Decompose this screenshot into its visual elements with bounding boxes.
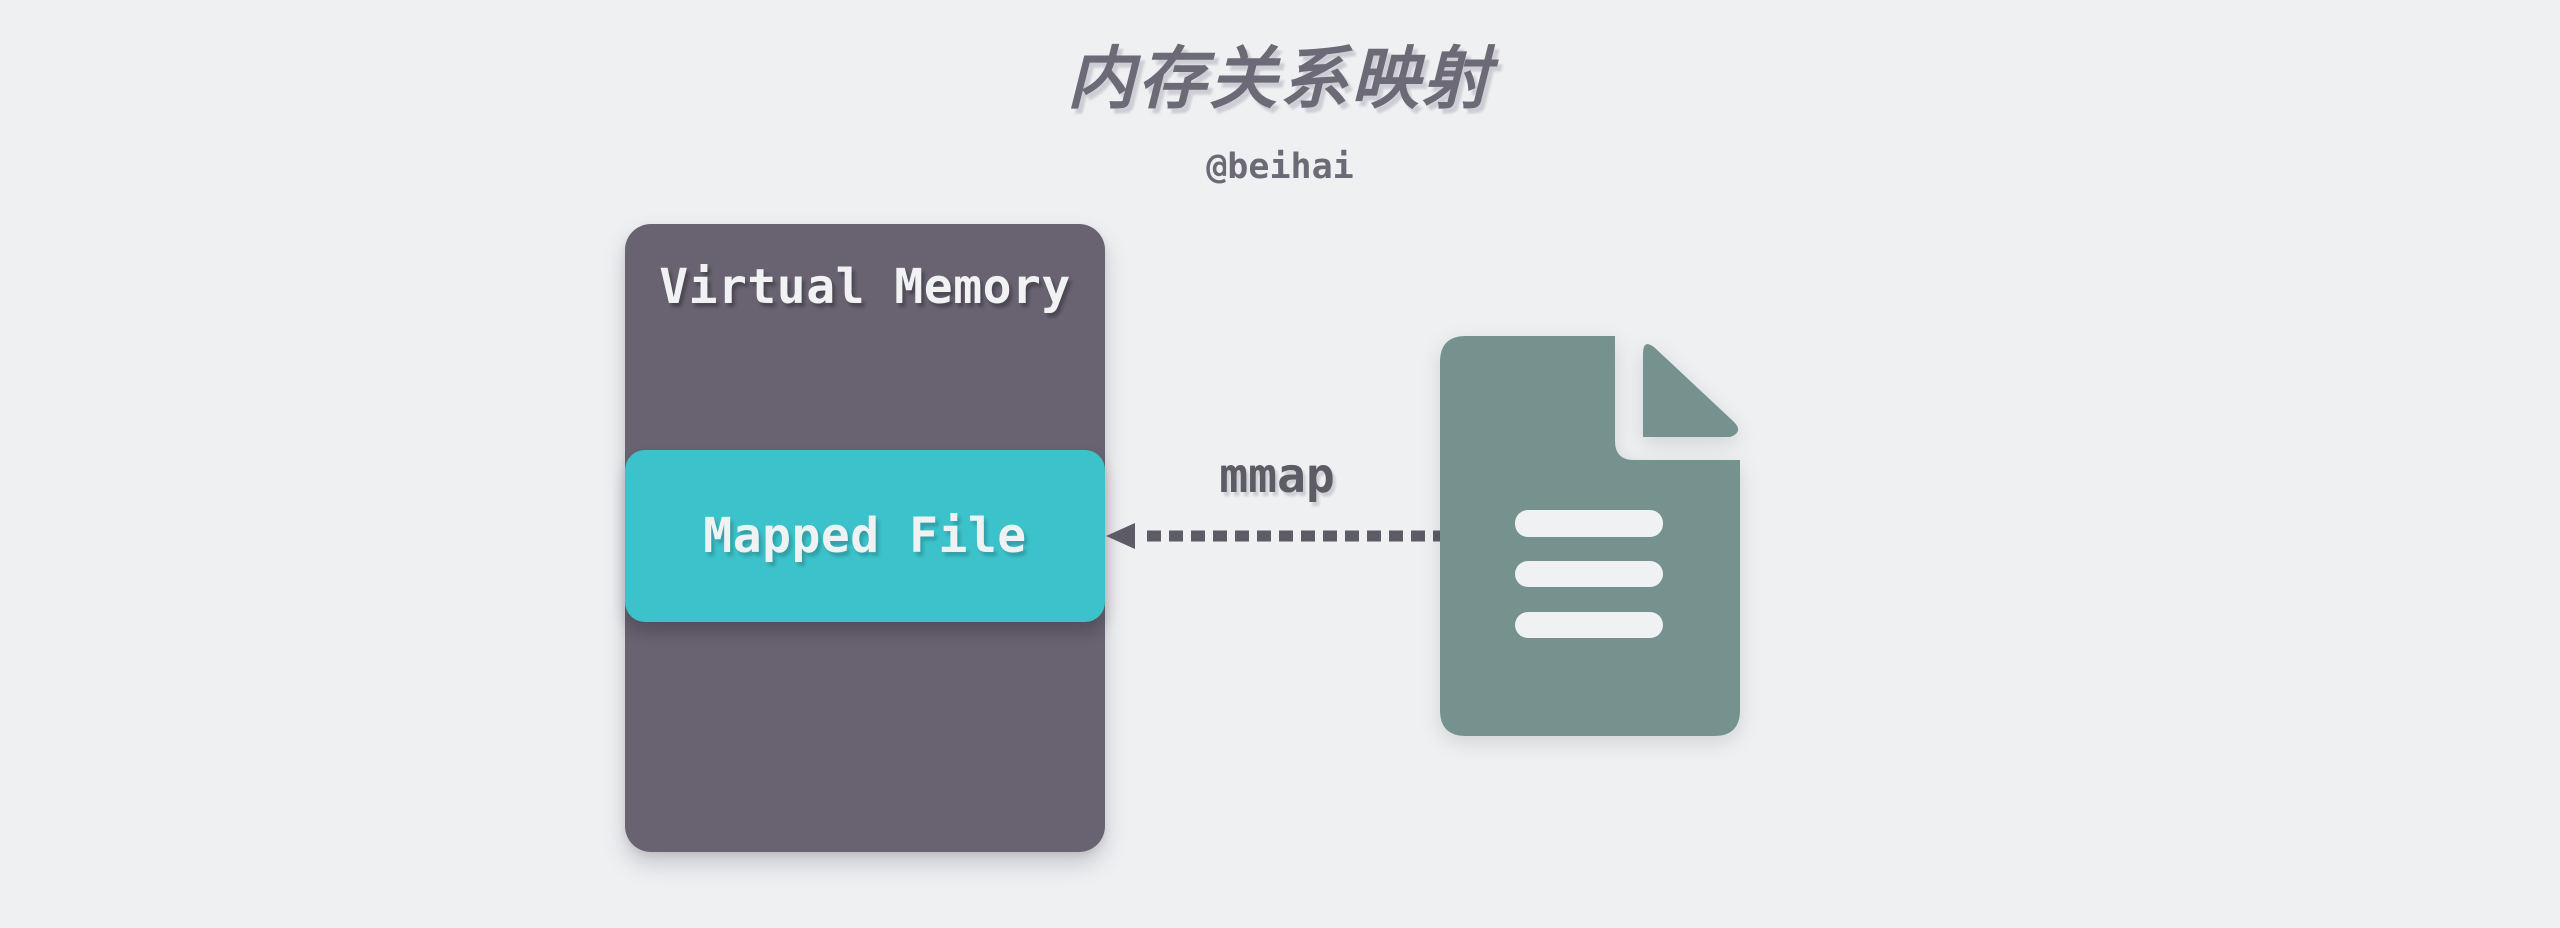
dashed-arrow-left-icon [1106,523,1441,549]
page-title: 内存关系映射 [1066,40,1493,119]
file-text-line-2 [1515,561,1663,587]
virtual-memory-label: Virtual Memory [659,259,1071,315]
mmap-arrow-label: mmap [1219,448,1335,504]
file-text-line-3 [1515,612,1663,638]
virtual-memory-box: Virtual Memory Mapped File [625,224,1105,852]
mapped-file-label: Mapped File [703,508,1027,564]
file-document-icon [1440,336,1740,736]
author-handle: @beihai [1206,147,1354,187]
dashed-arrow-head [1106,523,1135,549]
file-folded-corner-shape [1643,344,1739,437]
file-text-line-1 [1515,510,1663,537]
mapped-file-block: Mapped File [625,450,1105,622]
